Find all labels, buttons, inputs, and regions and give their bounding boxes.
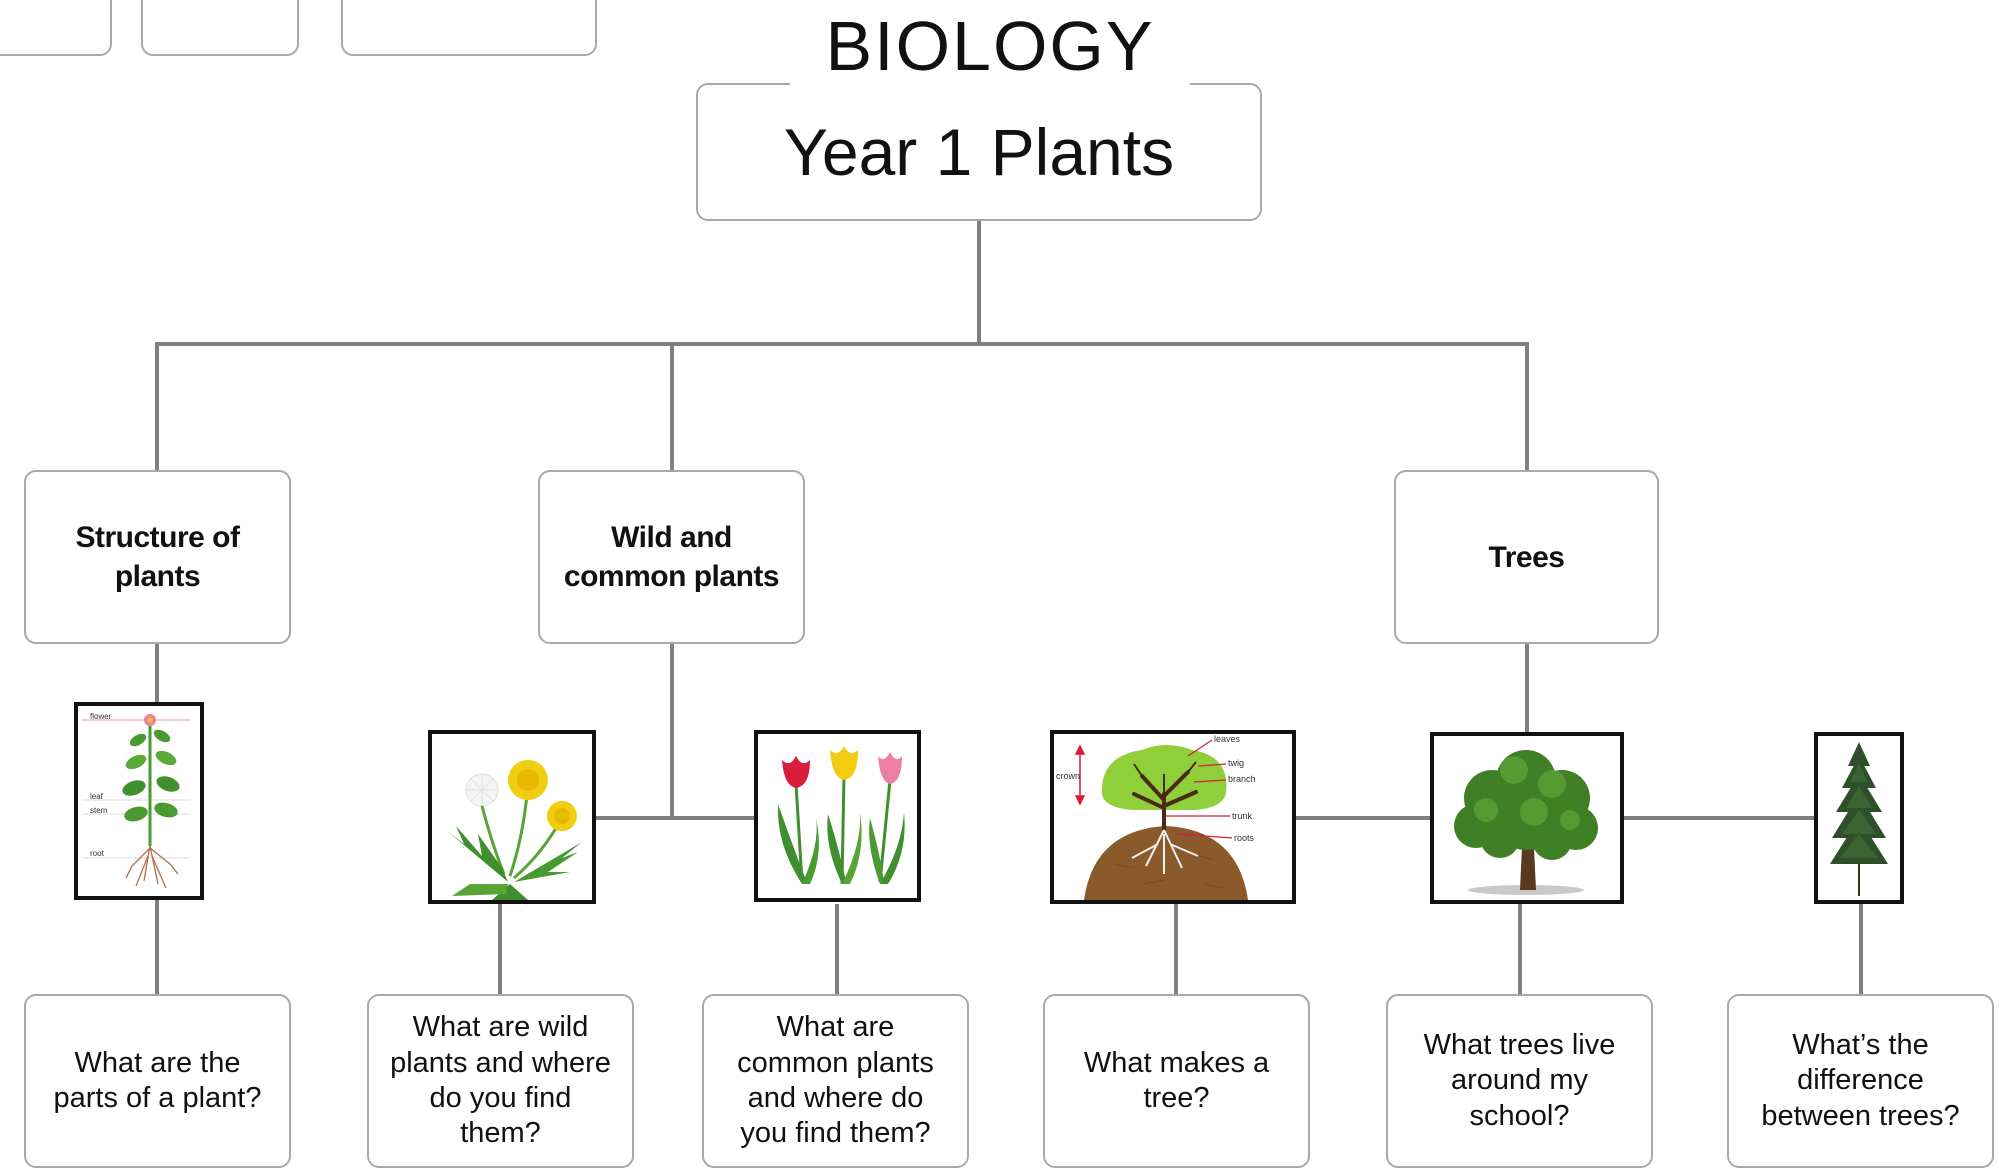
category-label-line: common plants	[563, 560, 780, 593]
question-label-line: What are	[776, 1011, 895, 1044]
tulips-image	[754, 730, 921, 902]
question-label-line: difference	[1797, 1064, 1924, 1097]
category-wild-label: Wild and common plants	[556, 518, 787, 596]
category-label-line: Wild and	[611, 521, 732, 554]
question-label: What are common plants and where do you …	[729, 1010, 942, 1152]
conifer-tree-drawing	[1830, 742, 1888, 896]
category-structure-label: Structure of plants	[67, 518, 247, 596]
main-topic-box: Year 1 Plants	[696, 83, 1262, 221]
question-box-trees-around-school: What trees live around my school?	[1386, 994, 1653, 1168]
question-box-difference-between-trees: What’s the difference between trees?	[1727, 994, 1994, 1168]
partial-box-1	[0, 0, 112, 56]
tree-label-roots: roots	[1234, 833, 1255, 843]
category-wild-box: Wild and common plants	[538, 470, 805, 644]
question-label-line: common plants	[737, 1046, 934, 1079]
tree-parts-drawing: crown leaves twig branch trunk roots	[1056, 734, 1256, 900]
question-label-line: What makes a	[1083, 1046, 1270, 1079]
main-topic-title: Year 1 Plants	[783, 115, 1175, 189]
oak-tree-drawing	[1454, 750, 1598, 895]
tree-label-crown: crown	[1056, 771, 1080, 781]
partial-box-2	[141, 0, 299, 56]
question-label-line: you find them?	[740, 1117, 931, 1150]
tree-label-trunk: trunk	[1232, 811, 1253, 821]
question-box-wild-plants: What are wild plants and where do you fi…	[367, 994, 634, 1168]
question-label: What trees live around my school?	[1416, 1028, 1624, 1134]
question-label-line: What trees live	[1423, 1028, 1616, 1061]
tree-label-leaves: leaves	[1214, 734, 1241, 744]
question-label-line: What’s the	[1792, 1028, 1929, 1061]
plant-label-root: root	[90, 849, 105, 858]
category-trees-label: Trees	[1481, 538, 1573, 577]
plant-structure-drawing: flower leaf stem root	[82, 712, 190, 889]
category-label-line: Trees	[1488, 540, 1565, 574]
plant-structure-image: flower leaf stem root	[74, 702, 204, 900]
partial-box-3	[341, 0, 597, 56]
question-box-parts-of-plant: What are the parts of a plant?	[24, 994, 291, 1168]
dandelion-image	[428, 730, 596, 904]
plant-label-leaf: leaf	[90, 792, 104, 801]
question-label-line: What are wild	[412, 1011, 589, 1044]
dandelion-drawing	[446, 760, 582, 900]
conifer-tree-image	[1814, 732, 1904, 904]
question-box-makes-a-tree: What makes a tree?	[1043, 994, 1310, 1168]
category-label-line: Structure of	[75, 521, 240, 554]
question-label-line: between trees?	[1761, 1099, 1960, 1132]
category-trees-box: Trees	[1394, 470, 1659, 644]
question-label-line: What are the	[74, 1046, 241, 1079]
plant-label-flower: flower	[90, 712, 112, 721]
tree-label-branch: branch	[1228, 774, 1256, 784]
question-label: What are wild plants and where do you fi…	[382, 1010, 619, 1152]
question-label-line: and where do	[747, 1082, 924, 1114]
question-label: What makes a tree?	[1076, 1046, 1277, 1117]
question-label: What’s the difference between trees?	[1753, 1028, 1967, 1134]
tree-parts-image: crown leaves twig branch trunk roots	[1050, 730, 1296, 904]
plant-label-stem: stem	[90, 806, 108, 815]
question-label-line: plants and where	[390, 1046, 611, 1079]
question-label-line: them?	[460, 1117, 541, 1150]
subject-heading: BIOLOGY	[790, 6, 1190, 86]
question-label-line: school?	[1469, 1099, 1570, 1132]
category-structure-box: Structure of plants	[24, 470, 291, 644]
oak-tree-image	[1430, 732, 1624, 904]
tulips-drawing	[777, 746, 905, 885]
question-label-line: do you find	[429, 1082, 572, 1114]
question-label: What are the parts of a plant?	[46, 1046, 270, 1117]
question-label-line: tree?	[1143, 1082, 1210, 1114]
question-label-line: parts of a plant?	[53, 1082, 262, 1114]
question-box-common-plants: What are common plants and where do you …	[702, 994, 969, 1168]
tree-label-twig: twig	[1228, 758, 1244, 768]
question-label-line: around my	[1450, 1064, 1588, 1097]
category-label-line: plants	[114, 560, 201, 593]
